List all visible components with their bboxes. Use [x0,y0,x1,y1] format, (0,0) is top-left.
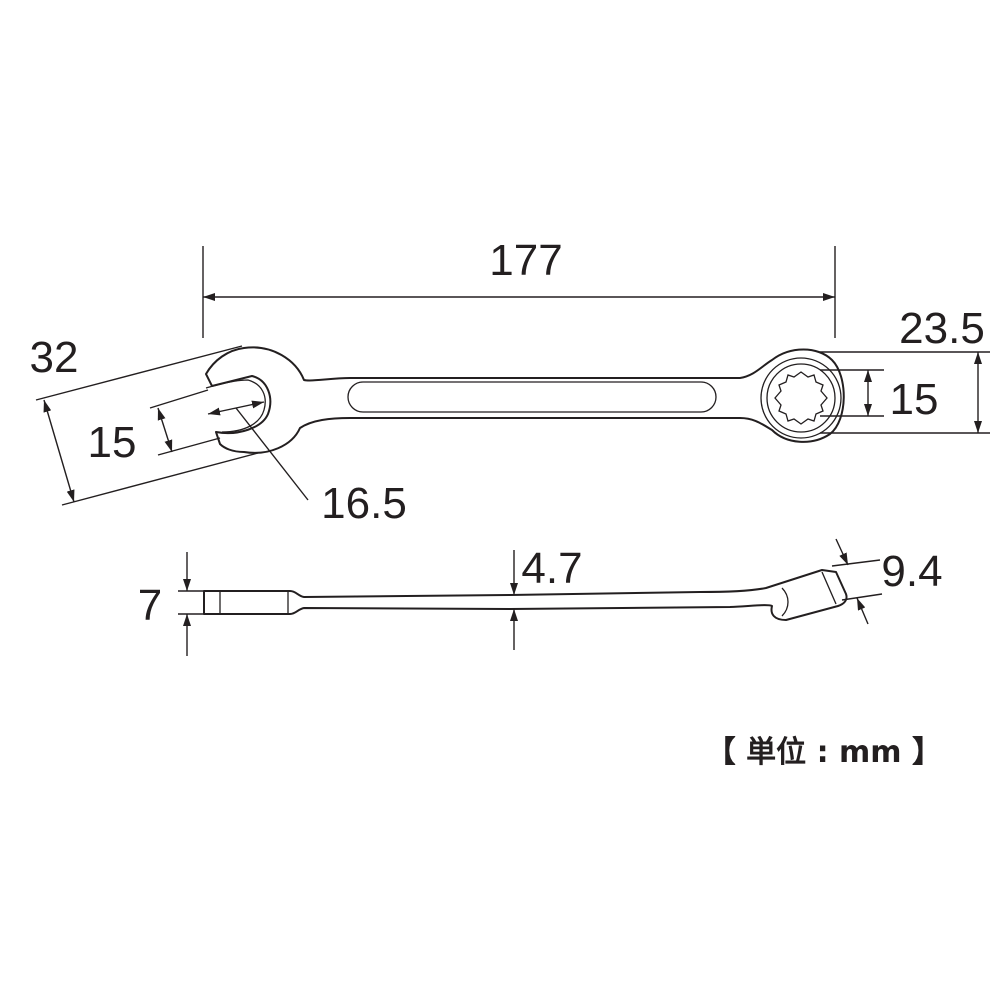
dim-open-end-size: 15 [88,389,221,467]
wrench-top-view [205,346,845,454]
wrench-body-outline [205,346,845,454]
dim-open-end-diagonal: 16.5 [207,400,407,528]
label-overall-length: 177 [489,236,562,285]
label-shank-thickness: 4.7 [521,544,582,593]
dim-overall-length: 177 [202,236,836,338]
ring-end-curve [781,587,789,617]
handle-slot [347,381,717,413]
dim-ring-head-width: 23.5 [820,304,990,434]
label-open-end-size: 15 [88,418,137,467]
dim-shank-thickness: 4.7 [510,544,583,650]
label-ring-end-thickness: 9.4 [881,547,942,596]
wrench-side-view [203,569,848,621]
label-ring-size: 15 [890,375,939,424]
unit-label: 【 単位 : mm 】 [706,735,942,770]
label-ring-head-width: 23.5 [899,304,985,353]
ring-end-edge [821,571,837,605]
dim-ring-end-thickness: 9.4 [831,538,943,625]
dim-ring-size: 15 [820,369,939,424]
ring-outer [760,357,842,439]
label-open-end-diagonal: 16.5 [321,479,407,528]
dim-head-width: 32 [30,333,259,506]
side-profile-outline [203,569,848,621]
ring-inner [766,363,836,433]
label-head-width: 32 [30,333,79,382]
open-end-jaw [205,379,266,433]
label-open-end-thickness: 7 [138,581,162,630]
ring-12-point [774,371,828,425]
dim-open-end-thickness: 7 [138,552,210,656]
